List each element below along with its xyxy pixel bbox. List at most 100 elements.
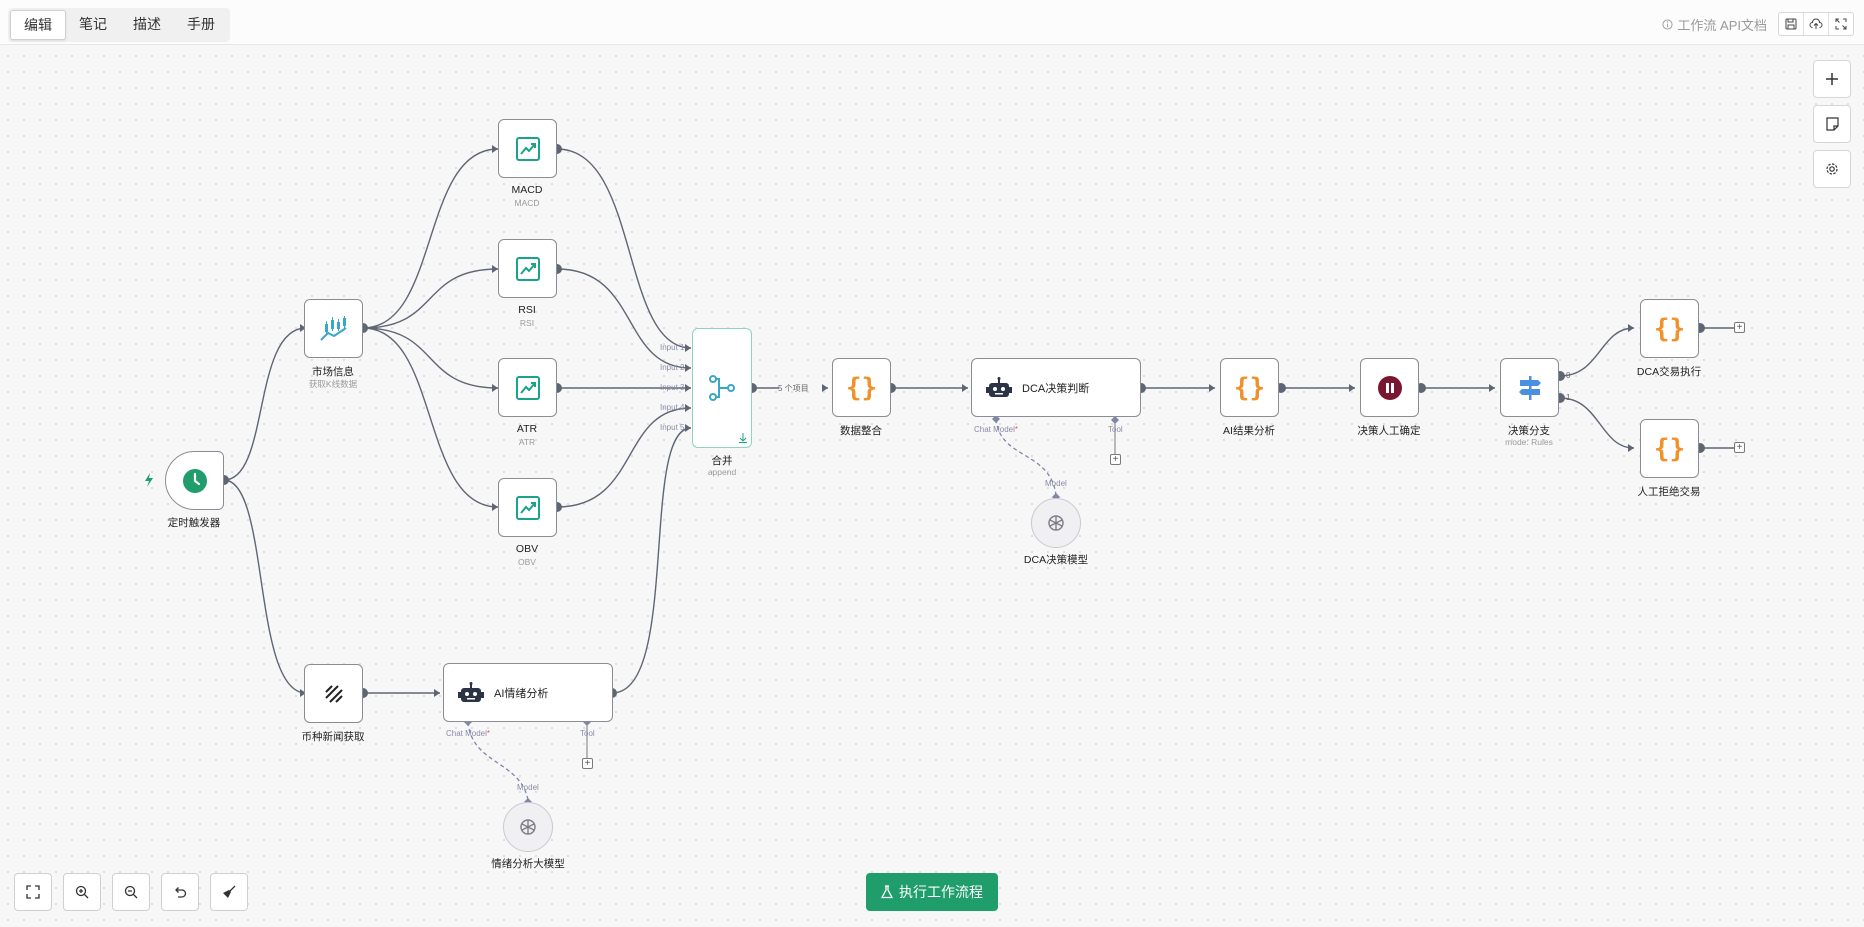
obv-label: OBV (515, 543, 539, 555)
pause-icon (1377, 375, 1402, 400)
top-bar: 编辑 笔记 描述 手册 工作流 API文档 (0, 0, 1864, 45)
sentiment-model-port-label: Model (517, 783, 539, 792)
node-obv[interactable] (498, 478, 557, 537)
robot-icon (986, 376, 1012, 397)
merge-sub: append (707, 467, 737, 477)
sticky-note-button[interactable] (1813, 105, 1851, 143)
obv-sub: OBV (518, 557, 536, 567)
edge-market-rsi (362, 268, 499, 329)
node-ai-result[interactable]: {} (1220, 358, 1279, 417)
atr-label: ATR (516, 423, 538, 435)
merge-items-count: 5 个项目 (778, 384, 809, 393)
openai-icon (520, 819, 536, 835)
trend-chart-icon (515, 375, 540, 400)
edge-market-macd (362, 148, 499, 329)
add-node-after-exec-button[interactable]: + (1734, 322, 1745, 333)
edge-branch-exec (1559, 327, 1635, 377)
rsi-label: RSI (518, 304, 536, 316)
dca-chat-model-port: Chat Model (974, 425, 1018, 434)
dca-model-label: DCA决策模型 (1023, 554, 1089, 566)
edge-rsi-merge (556, 268, 692, 369)
add-node-button[interactable] (1813, 60, 1851, 98)
edge-trigger-news (223, 479, 307, 694)
undo-button[interactable] (161, 873, 199, 911)
zoom-in-button[interactable] (63, 873, 101, 911)
save-icon[interactable] (1779, 13, 1804, 35)
market-sub: 获取K线数据 (308, 379, 358, 389)
note-icon (1825, 117, 1839, 131)
code-braces-icon: {} (1653, 313, 1686, 344)
fit-view-button[interactable] (14, 873, 52, 911)
edge-dca-model (995, 418, 1057, 496)
node-dca-model[interactable] (1031, 498, 1081, 548)
tab-edit[interactable]: 编辑 (10, 10, 66, 40)
node-sentiment-model[interactable] (503, 802, 553, 852)
run-workflow-label: 执行工作流程 (899, 884, 983, 900)
tab-description[interactable]: 描述 (133, 16, 161, 32)
node-merge[interactable] (692, 328, 752, 448)
broom-icon (223, 885, 236, 898)
merge-input-2: Input 2 (660, 363, 685, 372)
trigger-label: 定时触发器 (167, 517, 221, 529)
cloud-upload-icon[interactable] (1804, 13, 1829, 35)
node-macd[interactable] (498, 119, 557, 178)
fullscreen-icon[interactable] (1829, 13, 1853, 35)
add-tool-button[interactable]: + (1110, 454, 1121, 465)
edge-macd-merge (556, 148, 692, 349)
dca-tool-port: Tool (1108, 425, 1123, 434)
node-sentiment-analysis[interactable]: AI情绪分析 (443, 663, 613, 722)
node-rsi[interactable] (498, 239, 557, 298)
macd-label: MACD (511, 184, 543, 196)
tidy-up-button[interactable] (210, 873, 248, 911)
code-braces-icon: {} (1233, 372, 1266, 403)
code-braces-icon: {} (1653, 433, 1686, 464)
lightning-icon (145, 473, 153, 487)
node-news-fetch[interactable] (304, 664, 363, 723)
sentiment-label: AI情绪分析 (494, 687, 549, 700)
merge-label: 合并 (711, 455, 733, 467)
openai-icon (1048, 515, 1064, 531)
settings-button[interactable] (1813, 150, 1851, 188)
market-label: 市场信息 (312, 366, 354, 378)
node-dca-decision[interactable]: DCA决策判断 (971, 358, 1141, 417)
tab-manual[interactable]: 手册 (187, 16, 215, 32)
plus-icon (1826, 73, 1838, 85)
node-manual-confirm[interactable] (1360, 358, 1419, 417)
node-market-info[interactable] (304, 299, 363, 358)
node-atr[interactable] (498, 358, 557, 417)
add-sentiment-tool-button[interactable]: + (582, 758, 593, 769)
node-data-integrate[interactable]: {} (832, 358, 891, 417)
trend-chart-icon (515, 136, 540, 161)
dca-model-port-label: Model (1045, 479, 1067, 488)
node-schedule-trigger[interactable] (165, 451, 224, 510)
candlestick-chart-icon (319, 315, 347, 341)
code-braces-icon: {} (845, 372, 878, 403)
run-workflow-button[interactable]: 执行工作流程 (866, 873, 998, 911)
ai-result-label: AI结果分析 (1223, 425, 1275, 437)
node-dca-execute[interactable]: {} (1640, 299, 1699, 358)
add-node-after-reject-button[interactable]: + (1734, 442, 1745, 453)
manual-confirm-label: 决策人工确定 (1357, 425, 1421, 437)
news-label: 币种新闻获取 (301, 731, 365, 743)
node-decision-branch[interactable] (1500, 358, 1559, 417)
pin-icon (739, 433, 747, 443)
api-doc-link[interactable]: 工作流 API文档 (1662, 15, 1767, 34)
merge-input-1: Input 1 (660, 343, 685, 352)
top-actions (1778, 12, 1854, 36)
zoom-out-button[interactable] (112, 873, 150, 911)
branch-label: 决策分支 (1508, 425, 1550, 437)
fit-view-icon (26, 885, 40, 899)
branch-sub: mode: Rules (1505, 437, 1553, 447)
edge-sentiment-merge (611, 427, 692, 694)
api-doc-label: 工作流 API文档 (1677, 18, 1767, 33)
edge-sentiment-model (467, 721, 529, 801)
zoom-in-icon (75, 885, 89, 899)
signpost-icon (1518, 375, 1541, 400)
sentiment-model-label: 情绪分析大模型 (491, 858, 565, 870)
node-manual-reject[interactable]: {} (1640, 419, 1699, 478)
tab-notes[interactable]: 笔记 (79, 16, 107, 32)
info-icon (1662, 19, 1673, 30)
dca-decision-label: DCA决策判断 (1022, 382, 1090, 395)
integrate-label: 数据整合 (840, 425, 882, 437)
edge-branch-reject (1559, 397, 1635, 449)
